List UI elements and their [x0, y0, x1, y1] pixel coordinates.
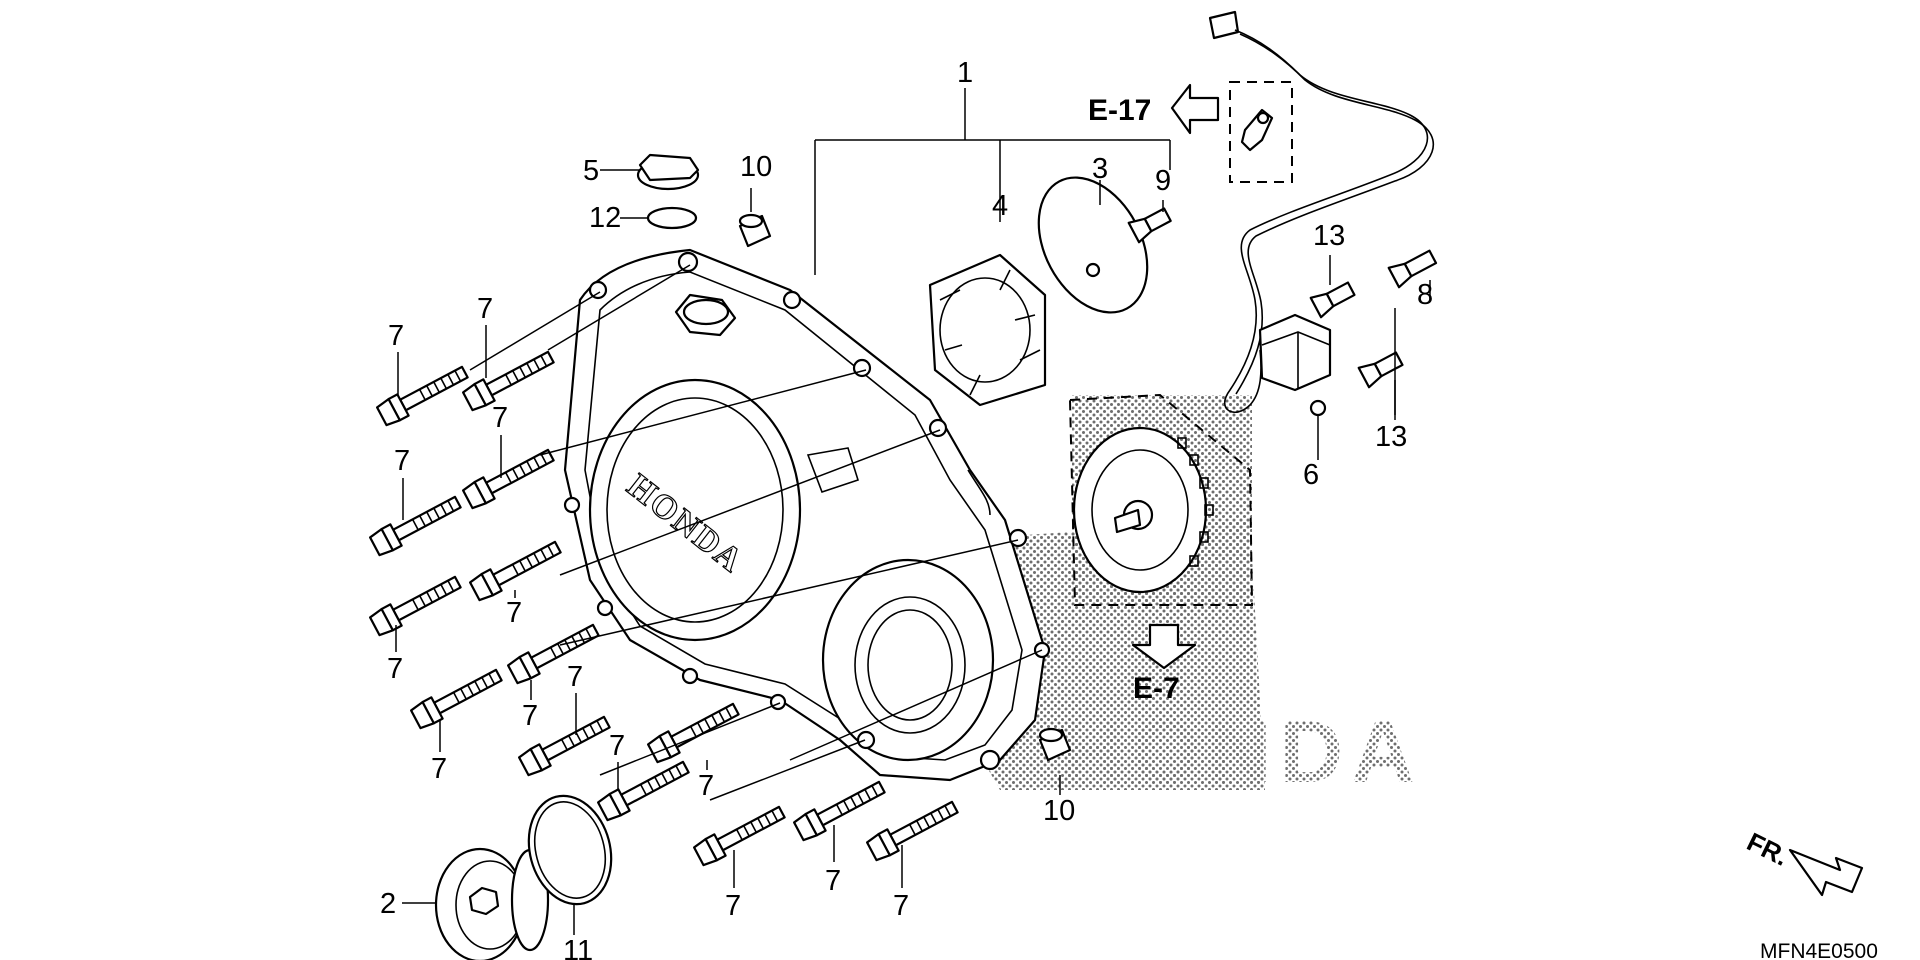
- callout-13-lower: 13: [1375, 421, 1407, 453]
- callout-7: 7: [431, 753, 447, 785]
- callout-7: 7: [394, 445, 410, 477]
- callout-7: 7: [567, 661, 583, 693]
- callout-7: 7: [506, 597, 522, 629]
- callout-7-group: 7 7 7 7 7 7 7 7 7 7 7 7 7 7: [387, 293, 909, 922]
- callout-7: 7: [825, 865, 841, 897]
- callout-4: 4: [992, 190, 1008, 222]
- fan-rotor: [928, 253, 1047, 407]
- e17-arrow: [1170, 83, 1220, 135]
- pickup-sensor: [1208, 10, 1435, 417]
- disc-screw: [1127, 207, 1172, 244]
- callout-6: 6: [1303, 459, 1319, 491]
- crankcase-cover: HONDA: [563, 248, 1051, 782]
- fr-arrow: [1788, 848, 1864, 897]
- callout-5: 5: [583, 155, 599, 187]
- assembly-lines: [469, 264, 1043, 801]
- callout-12: 12: [589, 202, 621, 234]
- callout-7: 7: [893, 890, 909, 922]
- reference-e17: E-17: [1088, 94, 1151, 127]
- callout-1: 1: [957, 57, 973, 89]
- callout-7: 7: [492, 402, 508, 434]
- callout-13-upper: 13: [1313, 220, 1345, 252]
- o-ring-large: [527, 794, 613, 906]
- callout-10-lower: 10: [1043, 795, 1075, 827]
- callout-7: 7: [698, 770, 714, 802]
- plug-cap: [434, 847, 550, 960]
- callout-11: 11: [563, 935, 593, 960]
- stator-outline: [1068, 393, 1254, 606]
- callout-7: 7: [725, 890, 741, 922]
- callout-9: 9: [1155, 165, 1171, 197]
- drawing-code: MFN4E0500: [1760, 940, 1878, 960]
- callout-2: 2: [380, 888, 396, 920]
- fr-marker: FR.: [1742, 826, 1793, 871]
- callout-10-upper: 10: [740, 151, 772, 183]
- cable-clip-box: [1229, 81, 1293, 183]
- dowel-pin-upper: [738, 213, 772, 248]
- callout-7: 7: [522, 700, 538, 732]
- callout-7: 7: [387, 653, 403, 685]
- callout-8: 8: [1417, 279, 1433, 311]
- callout-7: 7: [477, 293, 493, 325]
- e7-arrow: [1131, 623, 1197, 670]
- filler-cap: [636, 153, 700, 191]
- dowel-pin-lower: [1038, 727, 1072, 762]
- callout-7: 7: [609, 730, 625, 762]
- callout-3: 3: [1092, 153, 1108, 185]
- o-ring-small: [646, 206, 698, 230]
- reference-e7: E-7: [1133, 672, 1180, 705]
- callout-7: 7: [388, 320, 404, 352]
- honda-watermark: HONDA: [1060, 702, 1423, 801]
- leader-lines: [402, 88, 1431, 935]
